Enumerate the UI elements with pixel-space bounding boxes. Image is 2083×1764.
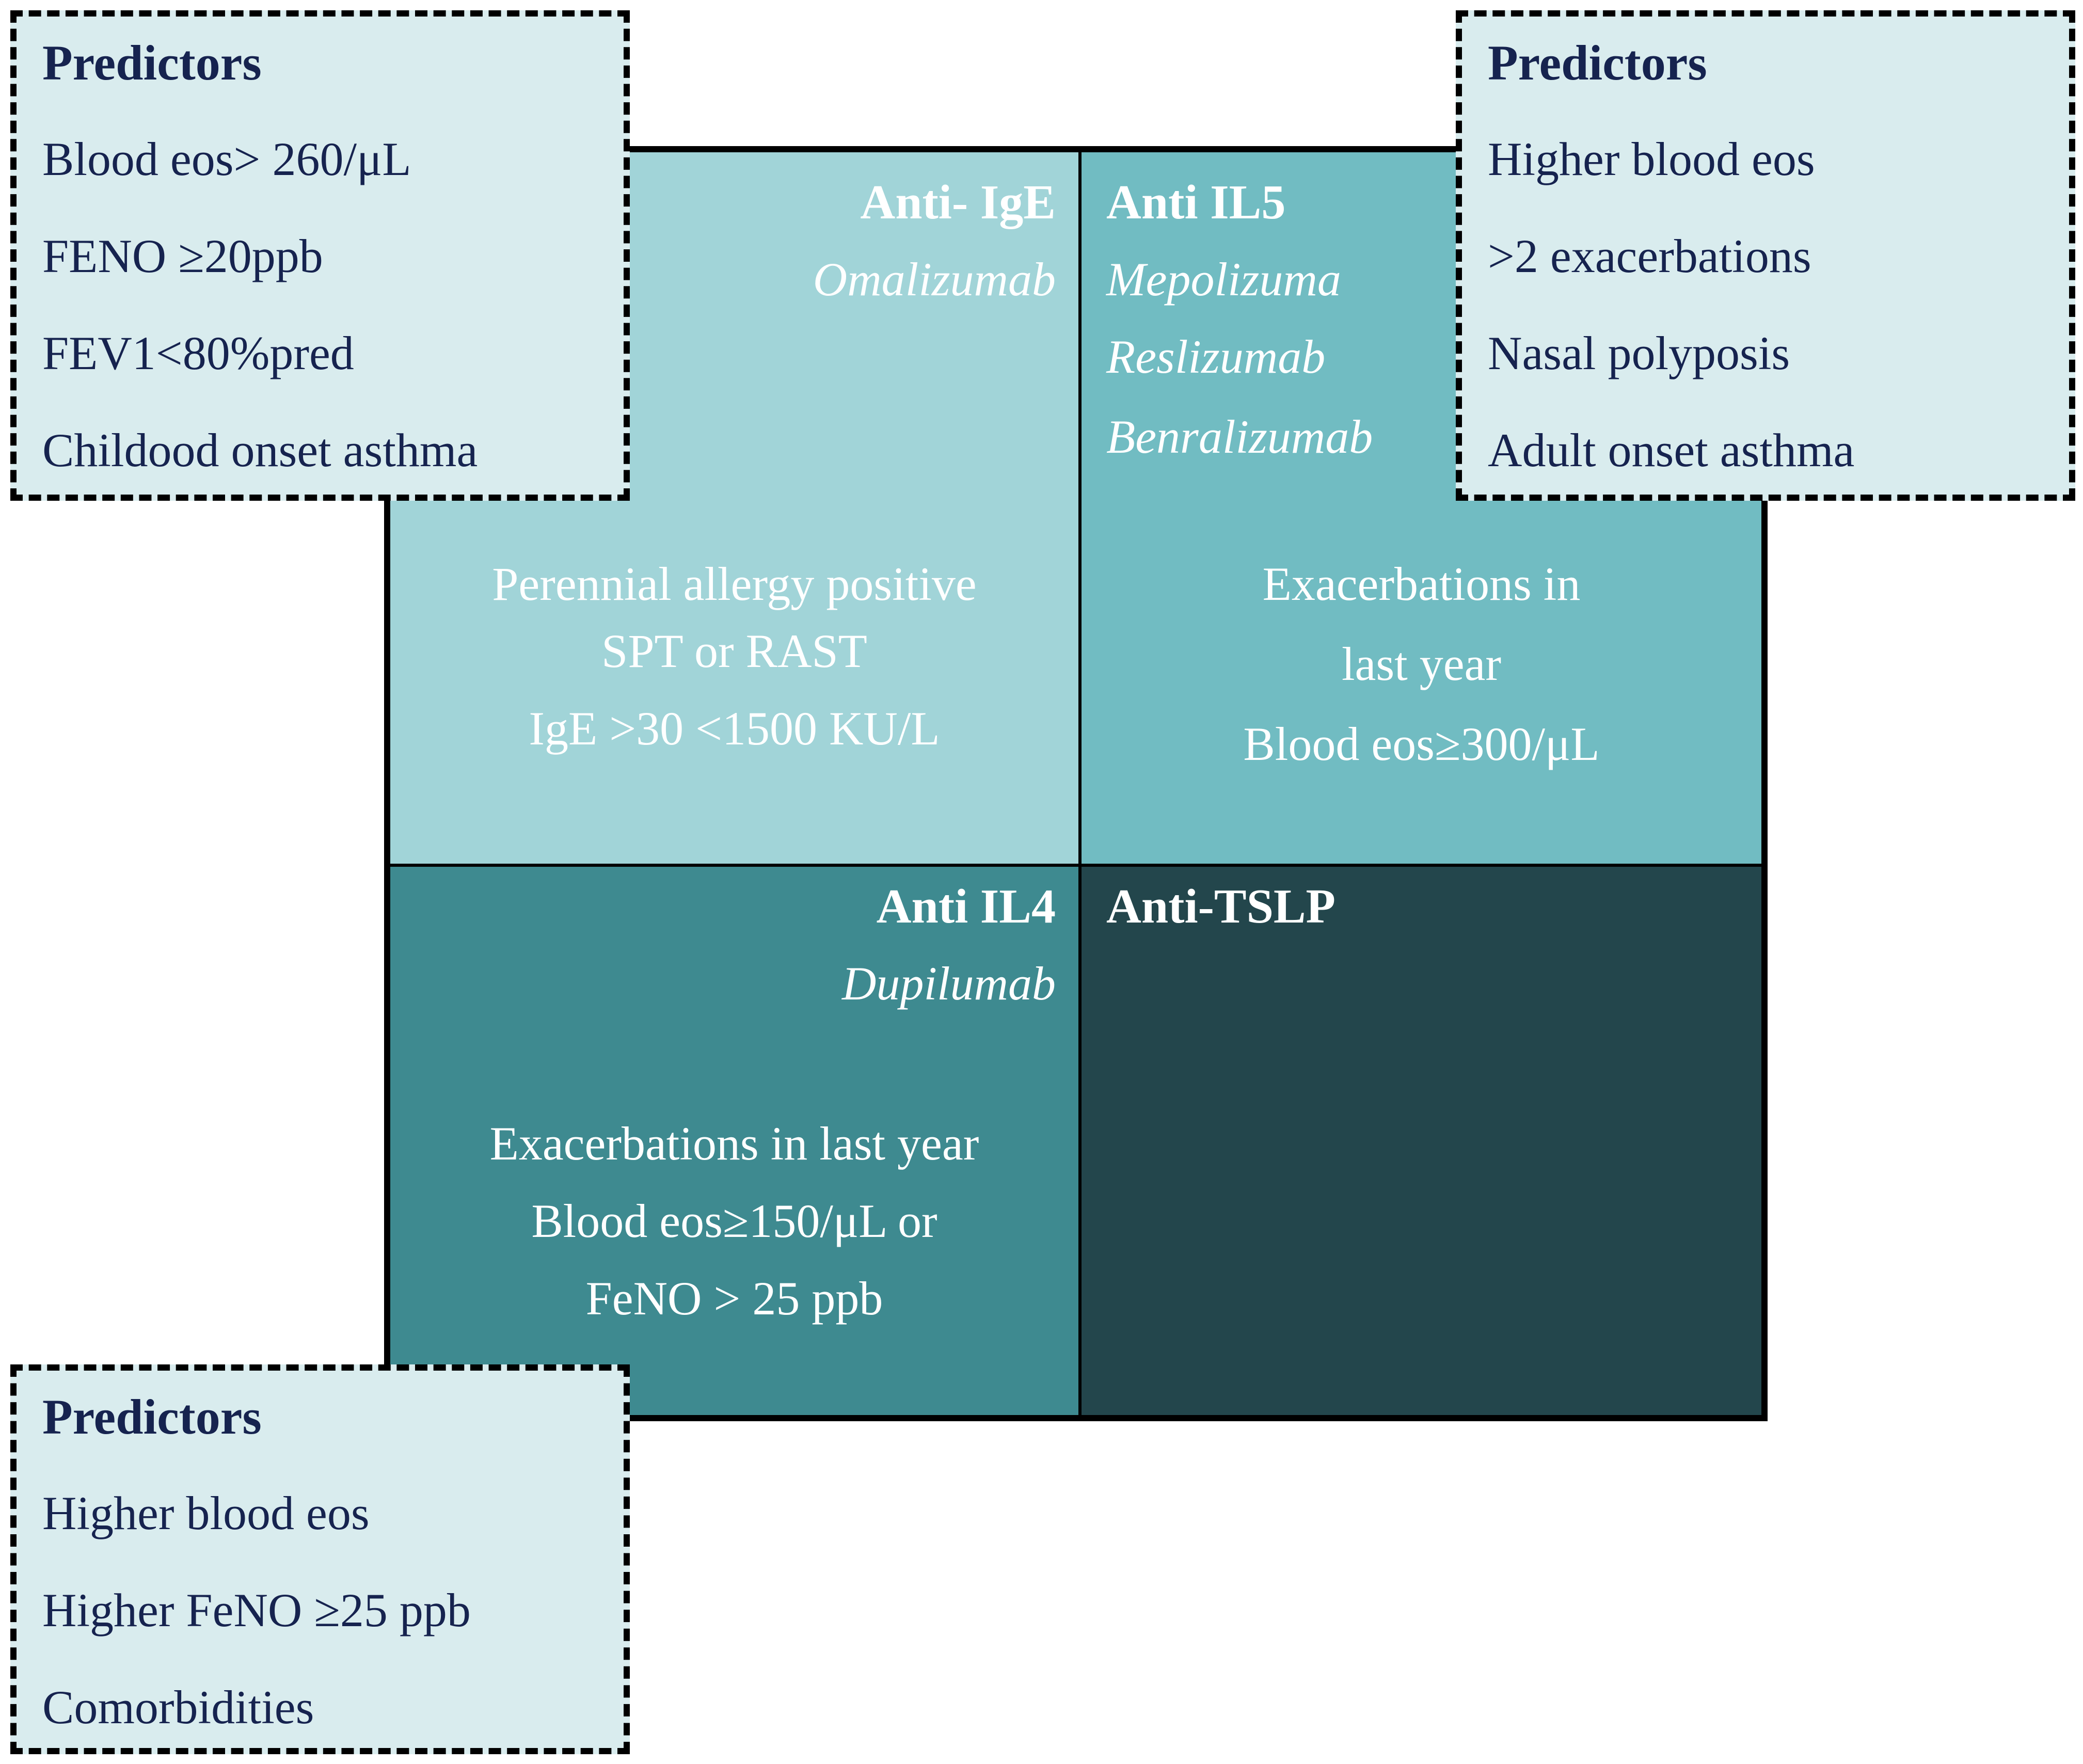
predictors-box-anti-ige: Predictors Blood eos> 260/μL FENO ≥20ppb…: [10, 10, 630, 501]
quadrant-title-anti-ige: Anti- IgE: [860, 176, 1056, 229]
criterion-text: last year: [1341, 638, 1502, 690]
criterion-text: Exacerbations in: [1262, 558, 1581, 610]
predictors-box-anti-il5: Predictors Higher blood eos >2 exacerbat…: [1456, 10, 2075, 501]
criterion-text: Exacerbations in last year: [489, 1117, 979, 1170]
predictors-heading: Predictors: [42, 1389, 262, 1444]
predictor-item: Blood eos> 260/μL: [42, 133, 411, 185]
quadrant-anti-tslp: Anti-TSLP: [1082, 867, 1761, 1415]
predictor-item: Adult onset asthma: [1488, 424, 1855, 476]
predictor-item: Comorbidities: [42, 1681, 314, 1734]
drug-reslizumab: Reslizumab: [1106, 330, 1326, 383]
predictor-item: Higher FeNO ≥25 ppb: [42, 1584, 471, 1636]
predictor-item: Childood onset asthma: [42, 424, 478, 476]
quadrant-title-anti-tslp: Anti-TSLP: [1106, 880, 1335, 933]
quadrant-title-anti-il5: Anti IL5: [1106, 176, 1286, 229]
predictors-heading: Predictors: [1488, 35, 1707, 90]
predictor-item: Nasal polyposis: [1488, 327, 1790, 379]
predictor-item: FEV1<80%pred: [42, 327, 354, 379]
predictor-item: Higher blood eos: [1488, 133, 1815, 185]
quadrant-anti-il5: Anti IL5 Mepolizuma Reslizumab Benralizu…: [1082, 152, 1761, 864]
predictor-item: FENO ≥20ppb: [42, 230, 323, 282]
predictors-heading: Predictors: [42, 35, 262, 90]
criterion-text: FeNO > 25 ppb: [585, 1272, 883, 1325]
drug-benralizumab: Benralizumab: [1106, 410, 1373, 463]
criterion-text: IgE >30 <1500 KU/L: [529, 702, 940, 755]
predictors-box-anti-il4: Predictors Higher blood eos Higher FeNO …: [10, 1364, 630, 1754]
criterion-text: Blood eos≥300/μL: [1243, 718, 1600, 770]
quadrant-title-anti-il4: Anti IL4: [876, 880, 1056, 933]
drug-mepolizumab: Mepolizuma: [1106, 253, 1341, 306]
criterion-text: Blood eos≥150/μL or: [531, 1195, 937, 1247]
drug-dupilumab: Dupilumab: [842, 957, 1056, 1010]
predictor-item: >2 exacerbations: [1488, 230, 1811, 282]
criterion-text: Perennial allergy positive: [492, 558, 977, 610]
criterion-text: SPT or RAST: [601, 625, 867, 677]
drug-omalizumab: Omalizumab: [813, 253, 1056, 306]
predictor-item: Higher blood eos: [42, 1487, 370, 1539]
quadrant-anti-il4: Anti IL4 Dupilumab Exacerbations in last…: [390, 867, 1078, 1415]
